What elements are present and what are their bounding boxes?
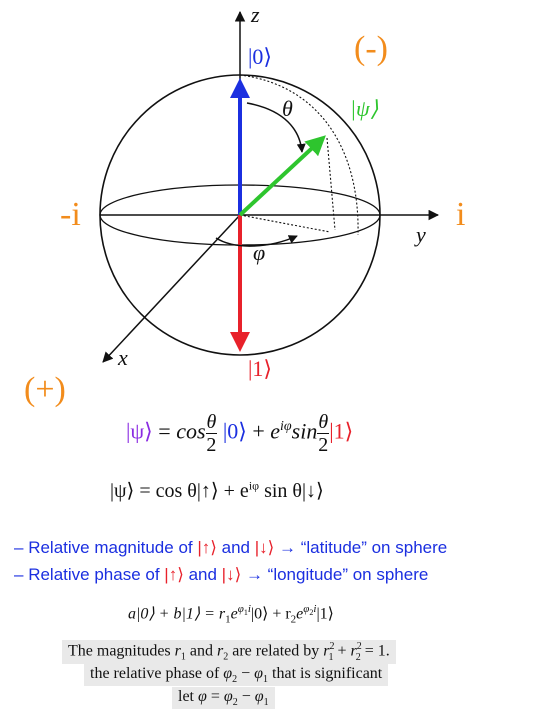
eq3-e2: e: [296, 605, 304, 623]
eq3-exp1sub: 1: [243, 608, 248, 618]
pos-i-label: i: [456, 196, 466, 233]
note3-phi1: φ: [254, 688, 264, 705]
bullet-down-ket: |↓⟩: [221, 565, 242, 584]
eq1-equals: =: [158, 418, 171, 444]
eq1-e: e: [270, 418, 281, 444]
note1-r2: r: [216, 642, 224, 660]
bullet-dash: –: [14, 538, 24, 557]
z-axis-label: z: [251, 2, 260, 27]
eq1-frac2-den: 2: [318, 434, 329, 456]
eq3-exp2: φ: [303, 603, 310, 615]
eq1-plus: +: [252, 418, 265, 444]
equator-proj-dotted: [239, 214, 331, 233]
note1-b: and: [185, 642, 217, 660]
note2-phi2sub: 2: [232, 674, 238, 686]
eq2-tail: sin θ|↓⟩: [259, 480, 324, 502]
eq1-frac1-num: θ: [205, 411, 218, 434]
bullet-and: and: [183, 565, 222, 584]
eq1-ket1: |1⟩: [329, 418, 354, 444]
psi-label: |ψ⟩: [350, 96, 379, 121]
bullet-latitude: – Relative magnitude of |↑⟩ and |↓⟩ → “l…: [14, 538, 447, 558]
plus-label: (+): [24, 371, 66, 408]
bullet-text-end: → “latitude” on sphere: [274, 538, 448, 557]
note2-a: the relative phase of: [90, 665, 224, 682]
note2-phi2: φ: [223, 665, 233, 682]
note3-phi2: φ: [223, 688, 233, 705]
bullet-longitude: – Relative phase of |↑⟩ and |↓⟩ → “longi…: [14, 565, 428, 585]
bullet-text: Relative magnitude of: [23, 538, 198, 557]
psi-arrow: [238, 135, 326, 217]
note2-b: that is significant: [268, 665, 383, 682]
bullet-and: and: [216, 538, 255, 557]
note2-phi1: φ: [254, 665, 264, 682]
note1-r1: r: [174, 642, 181, 660]
eq3-exp2i: i: [313, 603, 317, 615]
eq3-sub1: 1: [225, 613, 231, 626]
equation-updown: |ψ⟩ = cos θ|↑⟩ + eiφ sin θ|↓⟩: [110, 478, 324, 503]
eq3-exp2sub: 2: [309, 608, 314, 618]
eq1-ket0: |0⟩: [222, 418, 247, 444]
note3-minus: −: [237, 688, 255, 705]
note1-eq: = 1.: [364, 642, 390, 660]
psi-drop-dotted: [326, 137, 336, 231]
eq3-mid: |0⟩ + r: [250, 605, 291, 623]
theta-arc: [246, 102, 306, 153]
eq1-lhs: |ψ⟩: [126, 418, 153, 444]
note1-a: The magnitudes: [68, 642, 175, 660]
ket1-label: |1⟩: [248, 356, 272, 381]
y-axis-label: y: [416, 222, 426, 247]
eq3-lhs: a|0⟩ + b|1⟩ = r: [128, 605, 226, 623]
eq1-exponent: iφ: [280, 419, 292, 435]
eq3-exp1i: i: [247, 603, 251, 615]
ket0-label: |0⟩: [248, 44, 272, 69]
eq1-cos: cos: [176, 418, 206, 444]
bullet-up-ket: |↑⟩: [164, 565, 184, 584]
note-relative-phase: the relative phase of φ2 − φ1 that is si…: [84, 664, 389, 687]
eq1-frac1-den: 2: [206, 434, 217, 456]
eq2-text: |ψ⟩ = cos θ|↑⟩ + e: [110, 480, 249, 502]
bloch-sphere-diagram: [99, 10, 440, 363]
minus-label: (-): [354, 30, 388, 67]
phi-label: φ: [253, 240, 266, 265]
note1-r2sub: 2: [223, 651, 229, 663]
eq1-frac2-num: θ: [317, 411, 330, 434]
bullet-dash: –: [14, 565, 24, 584]
x-axis: [102, 214, 241, 363]
bullet-text: Relative phase of: [23, 565, 165, 584]
neg-i-label: -i: [60, 196, 81, 233]
eq1-sin: sin: [291, 418, 318, 444]
note3-phi1sub: 1: [263, 697, 269, 709]
x-axis-label: x: [118, 345, 128, 370]
phi-arc: [215, 235, 298, 247]
note2-phi1sub: 1: [263, 674, 269, 686]
meridian-dotted: [239, 74, 359, 236]
note-let-phi: let φ = φ2 − φ1: [172, 687, 275, 710]
eq3-e1: e: [230, 605, 238, 623]
note3-eq: =: [206, 688, 224, 705]
note3-phi2sub: 2: [232, 697, 238, 709]
eq3-exp1: φ: [237, 603, 244, 615]
note1-r1sub: 1: [180, 651, 186, 663]
note3-a: let: [178, 688, 198, 705]
bullet-text-end: → “longitude” on sphere: [241, 565, 429, 584]
note3-phi: φ: [198, 688, 207, 705]
eq3-rhs: |1⟩: [316, 605, 334, 623]
eq2-exponent: iφ: [248, 478, 260, 493]
bullet-down-ket: |↓⟩: [254, 538, 275, 557]
note-magnitudes: The magnitudes r1 and r2 are related by …: [62, 640, 396, 664]
note2-minus: −: [237, 665, 255, 682]
eq3-sub2: 2: [290, 613, 297, 626]
equation-polar: a|0⟩ + b|1⟩ = r1eφ1i|0⟩ + r2eφ2i|1⟩: [128, 603, 334, 626]
theta-label: θ: [282, 96, 293, 121]
note1-c: are related by: [228, 642, 324, 660]
bullet-up-ket: |↑⟩: [197, 538, 217, 557]
